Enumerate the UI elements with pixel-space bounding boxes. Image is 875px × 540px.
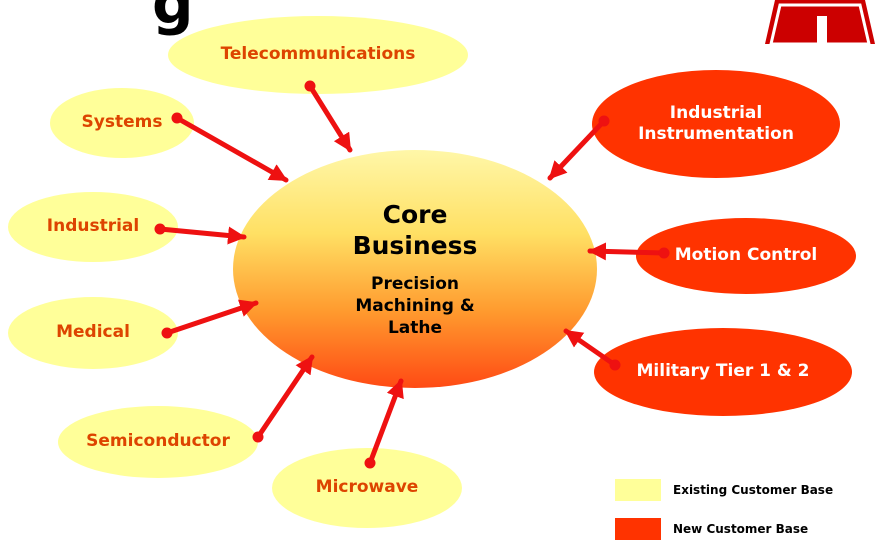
- bubble-label: Military Tier 1 & 2: [636, 361, 810, 382]
- legend-swatch-new: [615, 518, 661, 540]
- arrow-origin-dot: [161, 327, 173, 339]
- bubble-semiconductor: Semiconductor: [58, 406, 258, 478]
- bubble-telecommunications: Telecommunications: [168, 16, 468, 94]
- legend-swatch-existing: [615, 479, 661, 501]
- arrow-origin-dot: [304, 80, 316, 92]
- arrow-origin-dot: [658, 247, 670, 259]
- core-subtitle-line3: Lathe: [387, 318, 443, 339]
- bubble-industrial-instrumentation: Industrial Instrumentation: [592, 70, 840, 178]
- core-business-bubble: Core Business Precision Machining & Lath…: [233, 150, 597, 388]
- arrow-origin-dot: [252, 431, 264, 443]
- arrow-microwave: [367, 378, 404, 466]
- bubble-label: Semiconductor: [86, 431, 230, 452]
- bubble-medical: Medical: [8, 297, 178, 369]
- bubble-systems: Systems: [50, 88, 194, 158]
- arrow-industrial-instrumentation: [547, 118, 607, 181]
- arrow-telecommunications: [307, 83, 353, 153]
- arrow-semiconductor: [255, 354, 315, 440]
- company-logo-icon: [765, 0, 875, 44]
- bubble-label: Motion Control: [674, 245, 818, 266]
- arrow-origin-dot: [171, 112, 183, 124]
- arrow-medical: [164, 299, 259, 336]
- arrow-origin-dot: [598, 115, 610, 127]
- core-subtitle-line2: Machining &: [355, 296, 475, 317]
- legend-existing: Existing Customer Base: [615, 479, 833, 501]
- core-title-line2: Business: [352, 230, 478, 260]
- bubble-military: Military Tier 1 & 2: [594, 328, 852, 416]
- arrow-systems: [174, 115, 289, 183]
- legend-label-new: New Customer Base: [673, 522, 809, 536]
- arrows-layer: [154, 80, 670, 469]
- bubble-label: Systems: [81, 112, 163, 133]
- arrow-origin-dot: [154, 223, 166, 235]
- arrow-military: [563, 328, 618, 368]
- bubble-label: Telecommunications: [220, 44, 416, 65]
- legend-label-existing: Existing Customer Base: [673, 483, 834, 497]
- arrow-origin-dot: [364, 457, 376, 469]
- bubble-label: Microwave: [315, 477, 419, 498]
- core-subtitle-line1: Precision: [370, 274, 459, 295]
- slide-title-fragment: g: [152, 0, 195, 37]
- bubble-label: Medical: [56, 322, 130, 343]
- bubble-motion-control: Motion Control: [636, 218, 856, 294]
- arrow-industrial: [157, 226, 247, 245]
- legend-new: New Customer Base: [615, 518, 808, 540]
- arrow-motion-control: [587, 242, 667, 261]
- bubble-label-line1: Industrial: [669, 102, 763, 123]
- bubble-label: Industrial: [46, 216, 140, 237]
- bubble-industrial: Industrial: [8, 192, 178, 262]
- core-title-line1: Core: [382, 199, 448, 229]
- bubble-label-line2: Instrumentation: [638, 124, 794, 144]
- arrow-origin-dot: [609, 359, 621, 371]
